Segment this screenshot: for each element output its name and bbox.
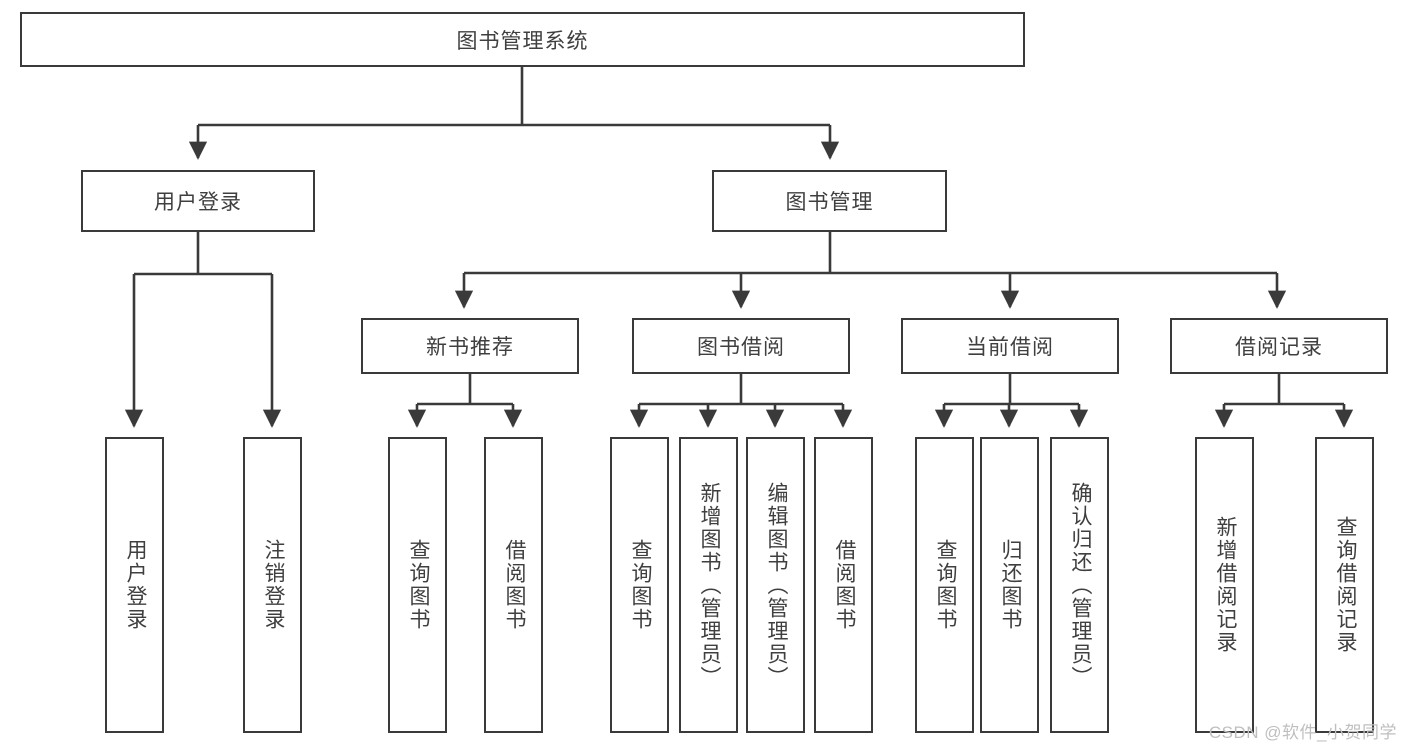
leaf-leaf-query-record[interactable]: 查询借阅记录: [1315, 437, 1374, 733]
leaf-leaf-query-book-3[interactable]: 查询图书: [915, 437, 974, 733]
leaf-leaf-edit-book[interactable]: 编辑图书（管理员）: [746, 437, 805, 733]
leaf-leaf-add-book[interactable]: 新增图书（管理员）: [679, 437, 738, 733]
node-user-login-label: 用户登录: [154, 191, 242, 214]
node-root-label: 图书管理系统: [456, 29, 589, 53]
node-book-manage[interactable]: 图书管理: [712, 170, 947, 232]
node-book-manage-label: 图书管理: [785, 191, 874, 214]
node-borrow-record-label: 借阅记录: [1235, 336, 1323, 359]
node-book-borrow[interactable]: 图书借阅: [632, 318, 850, 374]
leaf-leaf-confirm-return-label: 确认归还（管理员）: [1068, 481, 1092, 689]
leaf-leaf-user-login-label: 用户登录: [123, 539, 147, 631]
leaf-leaf-confirm-return[interactable]: 确认归还（管理员）: [1050, 437, 1109, 733]
node-root[interactable]: 图书管理系统: [20, 12, 1025, 67]
leaf-leaf-query-book-2[interactable]: 查询图书: [610, 437, 669, 733]
leaf-leaf-borrow-book-1-label: 借阅图书: [502, 539, 526, 631]
leaf-leaf-query-record-label: 查询借阅记录: [1333, 516, 1357, 654]
leaf-leaf-query-book-1-label: 查询图书: [406, 539, 430, 631]
leaf-leaf-return-book-label: 归还图书: [998, 539, 1022, 631]
node-current-borrow[interactable]: 当前借阅: [901, 318, 1119, 374]
node-new-book-recommend-label: 新书推荐: [426, 336, 514, 359]
leaf-leaf-add-record[interactable]: 新增借阅记录: [1195, 437, 1254, 733]
leaf-leaf-add-record-label: 新增借阅记录: [1213, 516, 1237, 654]
leaf-leaf-user-logout-label: 注销登录: [261, 539, 285, 631]
leaf-leaf-query-book-2-label: 查询图书: [628, 539, 652, 631]
leaf-leaf-user-logout[interactable]: 注销登录: [243, 437, 302, 733]
leaf-leaf-borrow-book-1[interactable]: 借阅图书: [484, 437, 543, 733]
leaf-leaf-borrow-book-2-label: 借阅图书: [832, 539, 856, 631]
node-user-login[interactable]: 用户登录: [81, 170, 315, 232]
leaf-leaf-user-login[interactable]: 用户登录: [105, 437, 164, 733]
leaf-leaf-borrow-book-2[interactable]: 借阅图书: [814, 437, 873, 733]
node-new-book-recommend[interactable]: 新书推荐: [361, 318, 579, 374]
leaf-leaf-return-book[interactable]: 归还图书: [980, 437, 1039, 733]
node-current-borrow-label: 当前借阅: [966, 336, 1054, 359]
leaf-leaf-edit-book-label: 编辑图书（管理员）: [764, 481, 788, 689]
node-book-borrow-label: 图书借阅: [697, 336, 785, 359]
leaf-leaf-query-book-3-label: 查询图书: [933, 539, 957, 631]
leaf-leaf-add-book-label: 新增图书（管理员）: [697, 481, 721, 689]
node-borrow-record[interactable]: 借阅记录: [1170, 318, 1388, 374]
leaf-leaf-query-book-1[interactable]: 查询图书: [388, 437, 447, 733]
